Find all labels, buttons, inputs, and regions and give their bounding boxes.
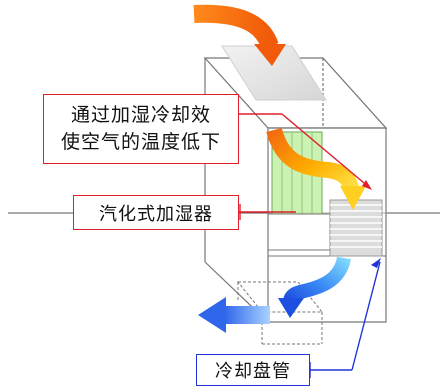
exhaust-air-arrow [198, 297, 270, 333]
callout-leader-red-2 [239, 204, 296, 220]
evaporative-humidifier-label: 汽化式加湿器 [99, 203, 213, 225]
cooling-coil-label: 冷却盘管 [215, 361, 291, 382]
evaporative-cooling-line-1: 通过加湿冷却效 [70, 104, 211, 126]
evaporative-cooling-callout: 通过加湿冷却效 使空气的温度低下 [43, 94, 239, 164]
cooled-air-flow-arrow [278, 256, 351, 318]
callout-leader-blue [309, 258, 381, 378]
cooling-coil-callout: 冷却盘管 [196, 354, 310, 386]
evaporative-humidifier-callout: 汽化式加湿器 [73, 195, 239, 230]
warm-air-flow-arrow [266, 127, 366, 210]
callout-leader-red-1 [239, 113, 372, 190]
cooling-coil [329, 199, 383, 257]
supply-air-arrow [193, 4, 286, 66]
evaporative-cooling-line-2: 使空气的温度低下 [60, 131, 221, 153]
